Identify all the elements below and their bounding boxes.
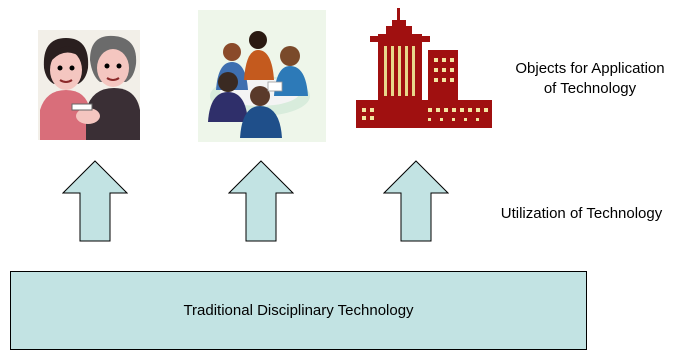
- objects-label-line2: of Technology: [543, 80, 637, 97]
- up-arrow: [227, 160, 295, 242]
- utilization-label: Utilization of Technology: [500, 205, 663, 222]
- up-arrow: [382, 160, 450, 242]
- objects-label-line1: Objects for Application: [515, 60, 665, 77]
- objects-label: Objects for Application of Technology: [490, 59, 690, 99]
- meeting-clipart: [198, 10, 326, 142]
- up-arrow: [61, 160, 129, 242]
- traditional-technology-label: Traditional Disciplinary Technology: [183, 302, 414, 319]
- building-clipart: [356, 8, 492, 130]
- traditional-technology-box: Traditional Disciplinary Technology: [10, 271, 587, 350]
- people-clipart: [38, 30, 140, 140]
